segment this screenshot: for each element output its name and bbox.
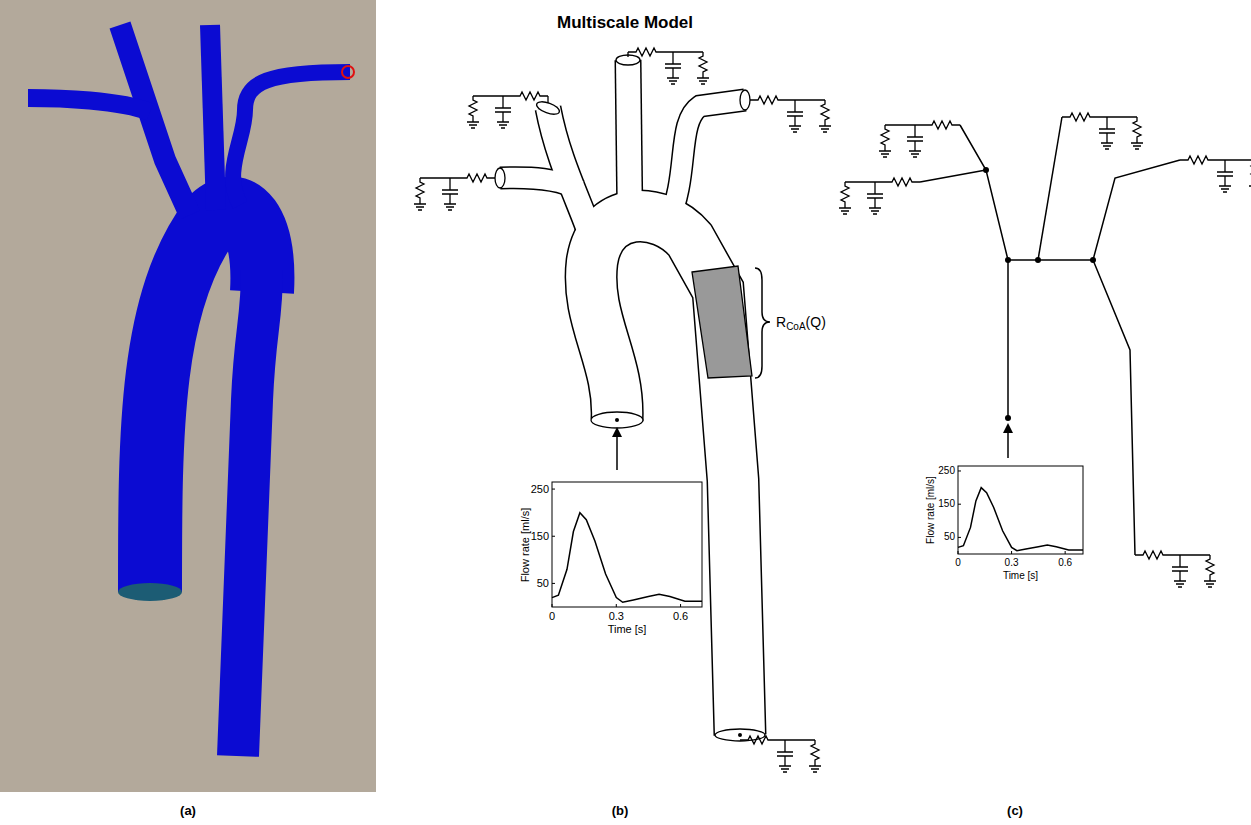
junction-dot: [983, 167, 1096, 421]
title: Multiscale Model: [557, 14, 693, 31]
tick-label: 0.6: [1058, 558, 1072, 568]
chart-frame: [552, 482, 702, 607]
chart-frame: [958, 466, 1083, 554]
tick-label: 0.3: [609, 611, 624, 622]
render-background: [0, 0, 376, 792]
network-1d: [920, 117, 1180, 555]
axis-title: Time [s]: [1003, 571, 1038, 581]
axis-title: Flow rate [ml/s]: [926, 476, 936, 544]
tick-label: 150: [531, 531, 549, 542]
bracket: [755, 268, 770, 378]
inflow-arrow: [1007, 428, 1009, 458]
tick-label: 0: [549, 611, 555, 622]
tick-label: 0.6: [673, 611, 688, 622]
tick-label: 0: [955, 558, 961, 568]
panel-label: (a): [180, 804, 196, 817]
aorta-render: [28, 25, 350, 756]
tick-label: 250: [938, 466, 955, 476]
flow-curve: [552, 513, 702, 603]
tick-label: 150: [938, 499, 955, 509]
tick-label: 250: [531, 484, 549, 495]
resistance-argument: (Q): [806, 315, 826, 329]
axis-title: Flow rate [ml/s]: [520, 507, 531, 582]
flow-curve: [958, 488, 1083, 551]
aorta-outline: [500, 60, 745, 735]
rcr-boundary: [414, 48, 831, 772]
resistance-label: R: [776, 315, 786, 329]
panel-label: (b): [612, 804, 629, 817]
inflow-arrow: [616, 432, 618, 470]
coarctation-region: [692, 266, 752, 378]
axis-title: Time [s]: [608, 624, 647, 635]
tick-label: 0.3: [1005, 558, 1019, 568]
vessel-inlet: [118, 583, 182, 601]
resistance-subscript: CoA: [786, 322, 805, 332]
panel-label: (c): [1007, 804, 1023, 817]
outlet-marker: [342, 66, 354, 78]
vessel-openings: [495, 55, 765, 741]
rcr-boundary: [839, 113, 1251, 587]
tick-label: 50: [944, 532, 955, 542]
tick-label: 50: [537, 578, 549, 589]
